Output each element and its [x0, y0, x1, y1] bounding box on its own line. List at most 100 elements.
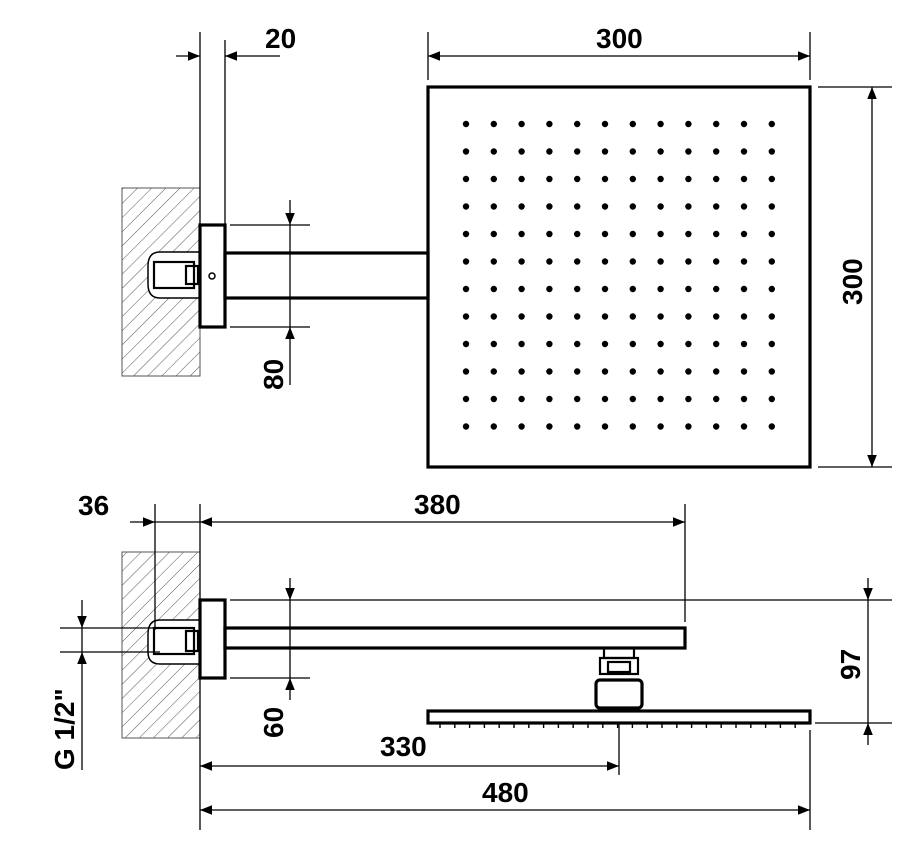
nozzle-dot: [462, 368, 470, 375]
nozzle-dot: [629, 258, 636, 265]
nozzle-dot: [768, 120, 775, 128]
nozzle-dot: [629, 148, 636, 155]
nozzle-dot: [601, 313, 609, 320]
nozzle-dot: [574, 120, 581, 128]
nozzle-dot: [490, 175, 497, 183]
wall-flange-side: [198, 598, 227, 680]
shower-arm-side: [223, 626, 687, 650]
nozzle-dot: [657, 120, 664, 128]
nozzle-dot: [713, 203, 720, 210]
dim-thread: G 1/2": [49, 688, 80, 770]
nozzle-dot: [657, 313, 664, 320]
nozzle-dot: [546, 148, 553, 155]
nozzle-dot: [768, 175, 775, 183]
nozzle-dot: [490, 258, 497, 265]
nozzle-dot: [629, 423, 636, 430]
nozzle-dot: [768, 313, 775, 320]
nozzle-dot: [685, 258, 692, 265]
nozzle-dot: [713, 313, 720, 320]
nozzle-dot: [685, 340, 692, 348]
nozzle-dot: [546, 285, 553, 293]
nozzle-dot: [518, 203, 525, 210]
nozzle-dot: [740, 230, 748, 238]
side-view: 36 380 97 60 G 1/2" 330 480: [49, 489, 892, 830]
nozzle-dot: [518, 120, 525, 128]
dim-380: 380: [414, 489, 461, 520]
nozzle-dot: [713, 368, 720, 375]
nozzle-dot: [462, 395, 470, 403]
nozzle-dot: [713, 175, 720, 183]
nozzle-dot: [601, 230, 609, 238]
nozzle-dot: [462, 175, 470, 183]
wall-fitting-side: [147, 619, 201, 665]
nozzle-dot: [685, 313, 692, 320]
nozzle-dot: [601, 120, 609, 128]
shower-head-side: [426, 709, 812, 725]
nozzle-dot: [518, 230, 525, 238]
nozzle-dot: [574, 423, 581, 430]
nozzle-dot: [629, 120, 636, 128]
nozzle-dot: [685, 148, 692, 155]
nozzle-dot: [740, 175, 748, 183]
nozzle-dot: [601, 368, 609, 375]
nozzle-dot: [601, 395, 609, 403]
nozzle-dot: [490, 423, 497, 430]
nozzle-dot: [546, 368, 553, 375]
nozzle-dot: [629, 285, 636, 293]
nozzle-dot: [657, 285, 664, 293]
nozzle-dot: [518, 340, 525, 348]
dim-300-height: 300: [837, 258, 868, 305]
nozzle-dot: [546, 395, 553, 403]
nozzle-dot: [490, 340, 497, 348]
nozzle-dot: [462, 285, 470, 293]
nozzle-dot: [713, 285, 720, 293]
nozzle-dot: [713, 230, 720, 238]
nozzle-dot: [518, 285, 525, 293]
dim-480: 480: [482, 777, 529, 808]
nozzle-dot: [574, 203, 581, 210]
nozzle-dot: [629, 340, 636, 348]
nozzle-dot: [490, 120, 497, 128]
nozzle-dot: [768, 148, 775, 155]
nozzle-dot: [768, 230, 775, 238]
dim-300-width: 300: [596, 23, 643, 54]
nozzle-dot: [740, 203, 748, 210]
nozzle-dot: [768, 203, 775, 210]
nozzle-dot: [740, 395, 748, 403]
nozzle-dot: [462, 313, 470, 320]
nozzle-dot: [740, 313, 748, 320]
nozzle-dot: [574, 340, 581, 348]
nozzle-dot: [768, 395, 775, 403]
nozzle-dot: [490, 313, 497, 320]
nozzle-dot: [490, 285, 497, 293]
nozzle-dot: [490, 203, 497, 210]
nozzle-dot: [713, 340, 720, 348]
nozzle-dot: [546, 203, 553, 210]
nozzle-dot: [518, 148, 525, 155]
nozzle-dot: [740, 285, 748, 293]
nozzle-dot: [518, 423, 525, 430]
nozzle-dot: [601, 340, 609, 348]
nozzle-dot: [685, 120, 692, 128]
nozzle-dot: [601, 285, 609, 293]
nozzle-dot: [657, 423, 664, 430]
nozzle-dot: [657, 175, 664, 183]
nozzle-ticks-side: [439, 723, 796, 728]
nozzle-dot: [740, 340, 748, 348]
nozzle-dot: [740, 368, 748, 375]
nozzle-dot: [546, 313, 553, 320]
nozzle-dot: [713, 258, 720, 265]
nozzle-dot: [462, 423, 470, 430]
nozzle-dot: [629, 368, 636, 375]
nozzle-dot: [546, 120, 553, 128]
nozzle-dot: [574, 368, 581, 375]
dim-330: 330: [380, 731, 427, 762]
nozzle-dot: [629, 175, 636, 183]
nozzle-dot: [768, 285, 775, 293]
nozzle-dot: [740, 423, 748, 430]
nozzle-dot: [518, 258, 525, 265]
nozzle-dot: [713, 120, 720, 128]
nozzle-dot: [490, 148, 497, 155]
nozzle-dot: [490, 395, 497, 403]
